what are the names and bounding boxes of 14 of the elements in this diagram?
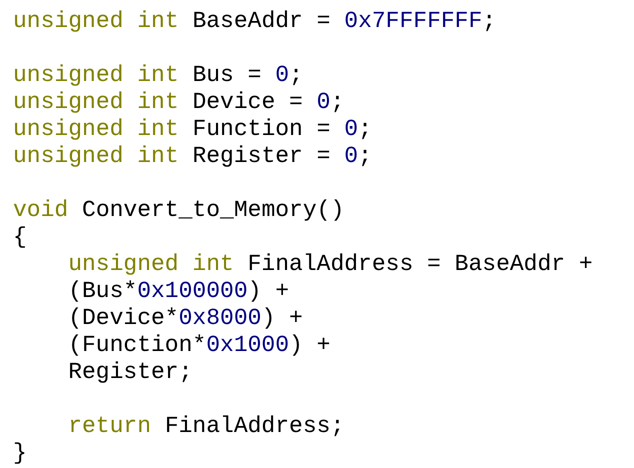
code-line: unsigned int Register = 0; [13, 143, 372, 170]
code-line: unsigned int Bus = 0; [13, 62, 303, 89]
code-line: unsigned int Function = 0; [13, 116, 372, 143]
code-line: Register; [68, 359, 192, 386]
code-line: (Function*0x1000) + [68, 332, 330, 359]
code-line: unsigned int FinalAddress = BaseAddr + [68, 251, 593, 278]
code-line: void Convert_to_Memory() [13, 197, 344, 224]
code-line: (Bus*0x100000) + [68, 278, 290, 305]
code-line: unsigned int BaseAddr = 0x7FFFFFFF; [13, 8, 496, 35]
code-line: unsigned int Device = 0; [13, 89, 344, 116]
code-line: return FinalAddress; [68, 413, 344, 440]
code-line: } [13, 440, 27, 467]
code-line: (Device*0x8000) + [68, 305, 303, 332]
code-line: { [13, 224, 27, 251]
